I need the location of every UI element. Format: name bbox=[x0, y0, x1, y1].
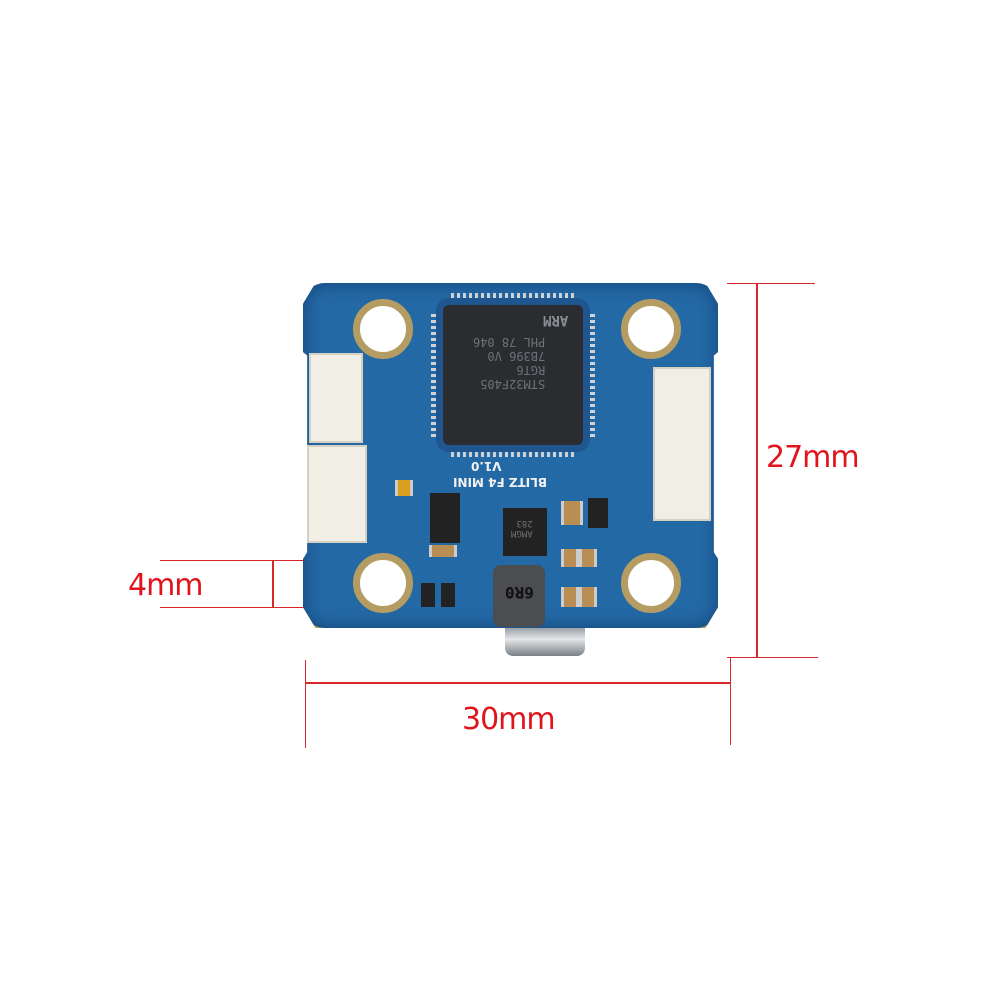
board-version-text: V1.0 bbox=[471, 459, 502, 473]
mounting-hole-top-left bbox=[353, 299, 413, 359]
width-dimension-line bbox=[305, 682, 730, 684]
width-right-extension bbox=[730, 657, 731, 745]
arm-logo: ARM bbox=[543, 312, 569, 328]
connector-right bbox=[653, 367, 711, 521]
chip-pins-bottom bbox=[451, 447, 575, 457]
hole-top-extension bbox=[160, 560, 375, 561]
regulator-chip: AMGM 283 bbox=[503, 508, 547, 556]
inductor: 6R0 bbox=[493, 565, 545, 627]
flight-controller-board: STM32F405 RGT6 7B396 V0 PHL 78 046 ARM V… bbox=[303, 283, 718, 628]
board-name-text: BLITZ F4 MINI bbox=[453, 475, 547, 489]
connector-left-bottom bbox=[307, 445, 367, 543]
mounting-hole-bottom-right bbox=[621, 553, 681, 613]
height-bottom-extension bbox=[727, 657, 818, 658]
width-label: 30mm bbox=[462, 702, 556, 737]
width-left-extension bbox=[305, 660, 306, 748]
height-label: 27mm bbox=[766, 440, 860, 475]
usb-c-port bbox=[505, 628, 585, 656]
hole-dimension-line bbox=[272, 560, 274, 607]
connector-left-top bbox=[309, 353, 363, 443]
capacitor-6 bbox=[429, 545, 457, 557]
mounting-hole-bottom-left bbox=[353, 553, 413, 613]
chip-pins-left bbox=[431, 313, 441, 437]
hole-bottom-extension bbox=[160, 607, 375, 608]
height-dimension-line bbox=[756, 283, 758, 658]
small-ic-1 bbox=[421, 583, 435, 607]
capacitor-5 bbox=[579, 587, 597, 607]
mcu-chip: STM32F405 RGT6 7B396 V0 PHL 78 046 ARM bbox=[443, 305, 583, 445]
mcu-marking: STM32F405 RGT6 7B396 V0 PHL 78 046 bbox=[473, 335, 546, 391]
diode bbox=[588, 498, 608, 528]
small-ic-2 bbox=[441, 583, 455, 607]
capacitor-4 bbox=[561, 587, 579, 607]
capacitor-tantalum bbox=[395, 480, 413, 496]
chip-pins-right bbox=[585, 313, 595, 437]
mosfet bbox=[430, 493, 460, 543]
hole-label: 4mm bbox=[128, 568, 204, 603]
capacitor-3 bbox=[579, 549, 597, 567]
height-top-extension bbox=[727, 283, 815, 284]
capacitor-2 bbox=[561, 549, 579, 567]
capacitor-1 bbox=[561, 501, 583, 525]
mounting-hole-top-right bbox=[621, 299, 681, 359]
chip-pins-top bbox=[451, 293, 575, 303]
